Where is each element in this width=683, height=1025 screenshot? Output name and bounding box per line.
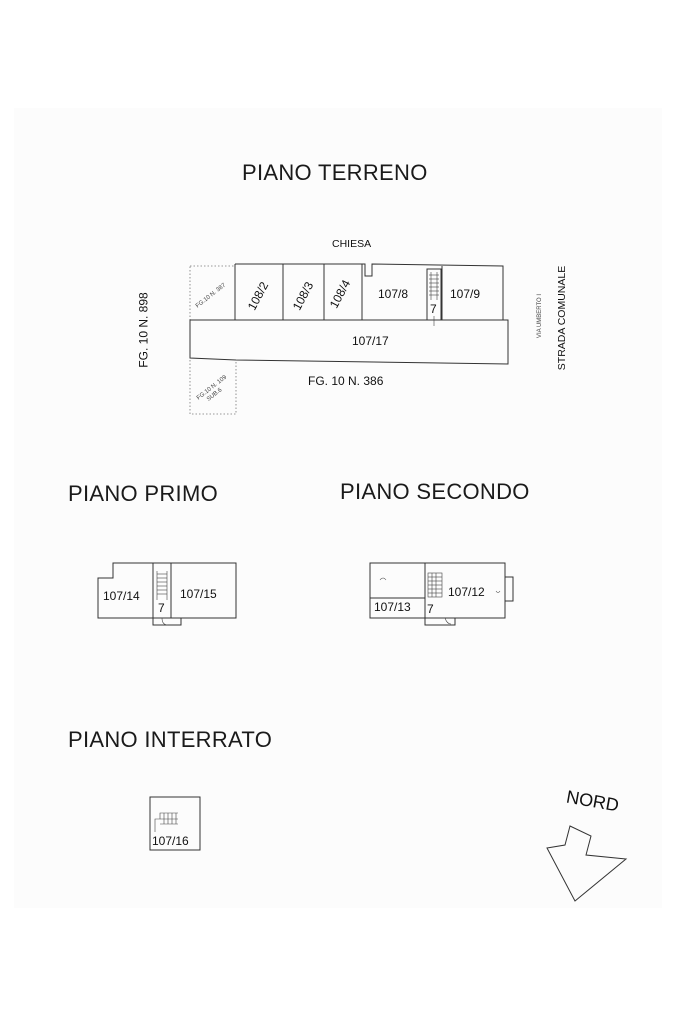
unit-107-17: 107/17 bbox=[352, 334, 389, 348]
street-strada-comunale: STRADA COMUNALE bbox=[556, 265, 569, 371]
unit-107-9: 107/9 bbox=[450, 287, 481, 301]
second-stair-unit-7: 7 bbox=[427, 602, 434, 616]
first-stair-unit-7: 7 bbox=[158, 601, 165, 615]
second-stair-icon bbox=[379, 572, 501, 625]
first-floor-outline bbox=[97, 562, 237, 619]
lot-109-outline bbox=[189, 360, 237, 415]
basement-stair-icon bbox=[154, 812, 178, 832]
north-arrow-icon bbox=[546, 825, 628, 902]
heading-basement: PIANO INTERRATO bbox=[68, 727, 273, 752]
ground-floor-plan bbox=[189, 263, 509, 415]
neighbor-church: CHIESA bbox=[332, 238, 372, 250]
heading-second-floor: PIANO SECONDO bbox=[340, 479, 530, 504]
unit-107-12: 107/12 bbox=[448, 585, 485, 599]
ground-stair-unit-7: 7 bbox=[430, 302, 437, 316]
heading-first-floor: PIANO PRIMO bbox=[68, 481, 218, 506]
ground-stair-icon bbox=[429, 272, 439, 326]
unit-107-13: 107/13 bbox=[374, 600, 411, 614]
unit-107-14: 107/14 bbox=[103, 589, 140, 603]
first-floor-balcony bbox=[152, 617, 182, 626]
unit-107-15: 107/15 bbox=[180, 587, 217, 601]
second-floor-bay bbox=[504, 576, 514, 602]
first-stair-icon bbox=[156, 571, 169, 626]
neighbor-lot-898: FG. 10 N. 898 bbox=[136, 292, 151, 368]
first-floor-plan bbox=[97, 562, 237, 626]
second-floor-balcony bbox=[424, 617, 456, 626]
unit-107-17-outline bbox=[189, 319, 509, 365]
heading-ground-floor: PIANO TERRENO bbox=[242, 160, 428, 185]
neighbor-lot-386: FG. 10 N. 386 bbox=[308, 374, 384, 388]
second-floor-plan bbox=[369, 562, 514, 626]
unit-107-16: 107/16 bbox=[152, 834, 189, 848]
street-name-via-umberto: VIA UMBERTO I bbox=[537, 293, 544, 339]
basement-outline bbox=[149, 796, 201, 851]
unit-107-8: 107/8 bbox=[378, 287, 409, 301]
plan-sheet bbox=[14, 108, 662, 908]
basement-plan bbox=[149, 796, 201, 851]
ground-top-wall bbox=[235, 263, 504, 320]
lot-387-outline bbox=[189, 265, 236, 321]
